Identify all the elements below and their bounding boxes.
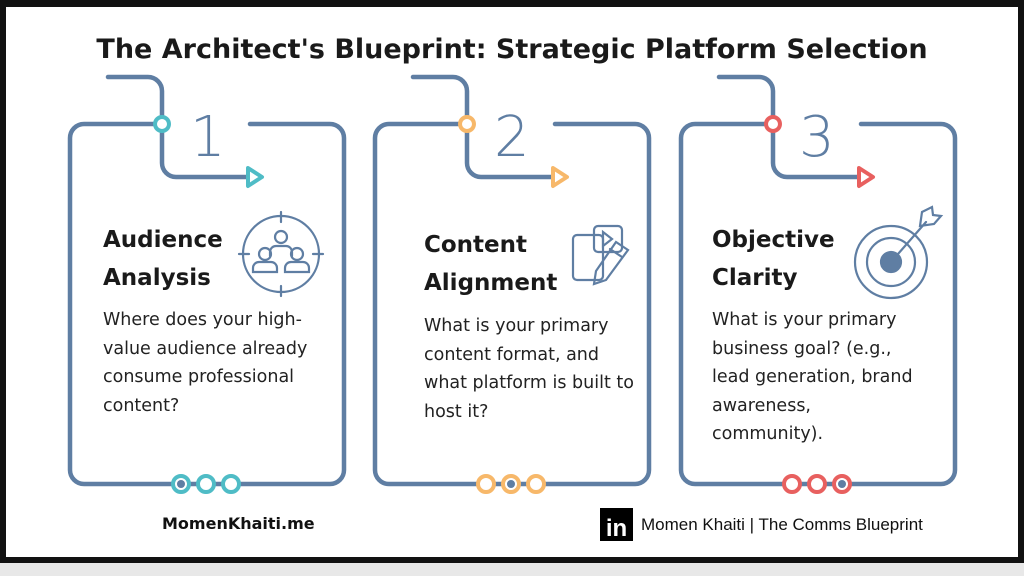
connector-node-1 [153,115,171,133]
linkedin-icon: in [600,508,633,541]
progress-dot-active [838,480,846,488]
credit-text: Momen Khaiti | The Comms Blueprint [641,514,923,534]
step-number-1: 1 [190,105,226,170]
website-link[interactable]: MomenKhaiti.me [162,514,315,533]
linkedin-credit[interactable]: in Momen Khaiti | The Comms Blueprint [600,508,923,541]
step-number-2: 2 [494,105,530,170]
progress-dot-active [177,480,185,488]
progress-dot [476,474,496,494]
progress-dot [807,474,827,494]
step-number-3: 3 [799,105,835,170]
card-body-2: What is your primary content format, and… [424,316,634,422]
canvas [6,7,1018,557]
progress-dot [526,474,546,494]
arrow-icon-2 [551,166,569,188]
heading-line: Objective [712,227,835,253]
heading-line: Alignment [424,270,558,296]
arrow-icon-3 [857,166,875,188]
connector-node-2 [458,115,476,133]
progress-dot [196,474,216,494]
card-body-1: Where does your high-value audience alre… [103,310,308,416]
target-arrow-icon [853,205,944,300]
card-body-3: What is your primary business goal? (e.g… [712,310,913,444]
heading-line: Analysis [103,265,211,291]
connector-line-3 [716,74,860,180]
connector-node-3 [764,115,782,133]
heading-line: Content [424,232,528,258]
heading-line: Audience [103,227,223,253]
progress-dot [221,474,241,494]
audience-target-icon [237,210,325,298]
heading-line: Clarity [712,265,798,291]
progress-dot-active [507,480,515,488]
page-title: The Architect's Blueprint: Strategic Pla… [96,34,928,65]
arrow-icon-1 [246,166,264,188]
connector-line-2 [410,74,554,180]
progress-dot [782,474,802,494]
content-edit-icon [571,224,630,286]
